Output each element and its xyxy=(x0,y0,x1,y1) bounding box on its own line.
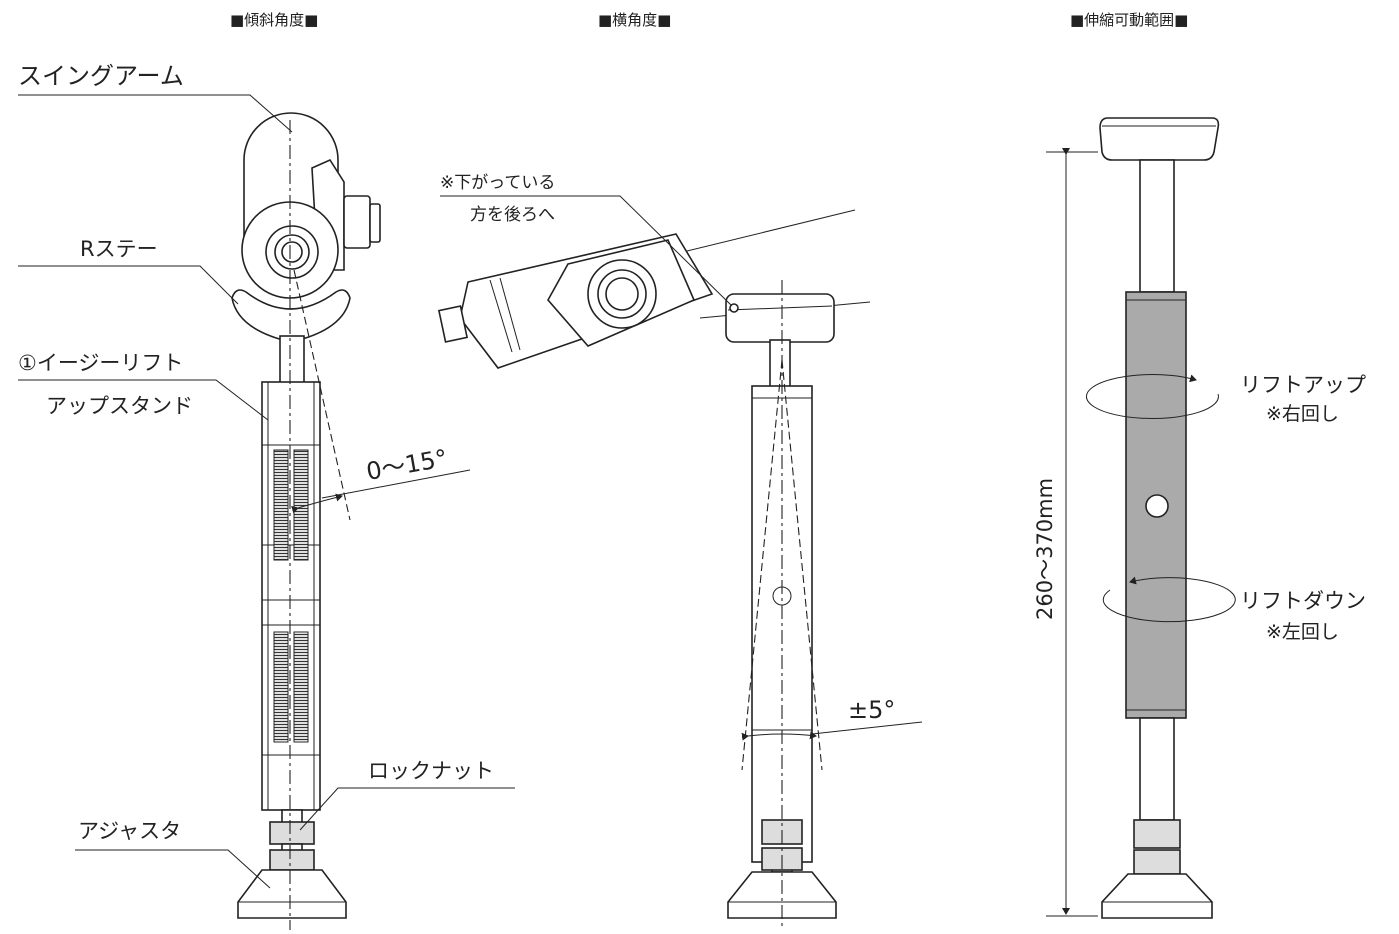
label-tilt-angle: 0～15° xyxy=(364,444,449,486)
side-angle-figure xyxy=(437,195,923,930)
tilt-figure xyxy=(18,94,515,930)
r-stay xyxy=(231,289,351,343)
adjuster-foot xyxy=(237,869,347,919)
label-lift-up-note: ※右回し xyxy=(1266,403,1339,425)
label-note-2: 方を後ろへ xyxy=(470,205,555,225)
lift-tube xyxy=(1125,291,1187,719)
title-extension-range: ■伸縮可動範囲■ xyxy=(1070,11,1188,29)
t-handle xyxy=(1099,117,1220,161)
rotate-down-arrow xyxy=(1102,576,1236,623)
adjuster-foot-range xyxy=(1101,873,1213,919)
label-lock-nut: ロックナット xyxy=(368,759,494,783)
title-tilt-angle: ■傾斜角度■ xyxy=(230,11,318,29)
label-lift-up: リフトアップ xyxy=(1240,373,1366,397)
title-side-angle: ■横角度■ xyxy=(598,11,671,29)
label-note-1: ※下がっている xyxy=(440,173,555,193)
label-r-stay: Rステー xyxy=(80,237,158,261)
label-side-angle: ±5° xyxy=(848,696,895,724)
label-lift-down: リフトダウン xyxy=(1240,589,1366,613)
label-easy-lift-1: ①イージーリフト xyxy=(18,351,183,375)
label-adjuster: アジャスタ xyxy=(78,819,181,843)
label-swing-arm: スイングアーム xyxy=(18,62,184,90)
label-lift-down-note: ※左回し xyxy=(1266,621,1339,643)
easy-lift-stand xyxy=(261,381,321,811)
label-easy-lift-2: アップスタンド xyxy=(46,394,193,418)
rotate-up-arrow xyxy=(1085,374,1219,420)
extension-figure xyxy=(1046,117,1236,919)
label-length-range: 260～370mm xyxy=(1033,478,1057,620)
t-handle-side xyxy=(725,293,835,343)
